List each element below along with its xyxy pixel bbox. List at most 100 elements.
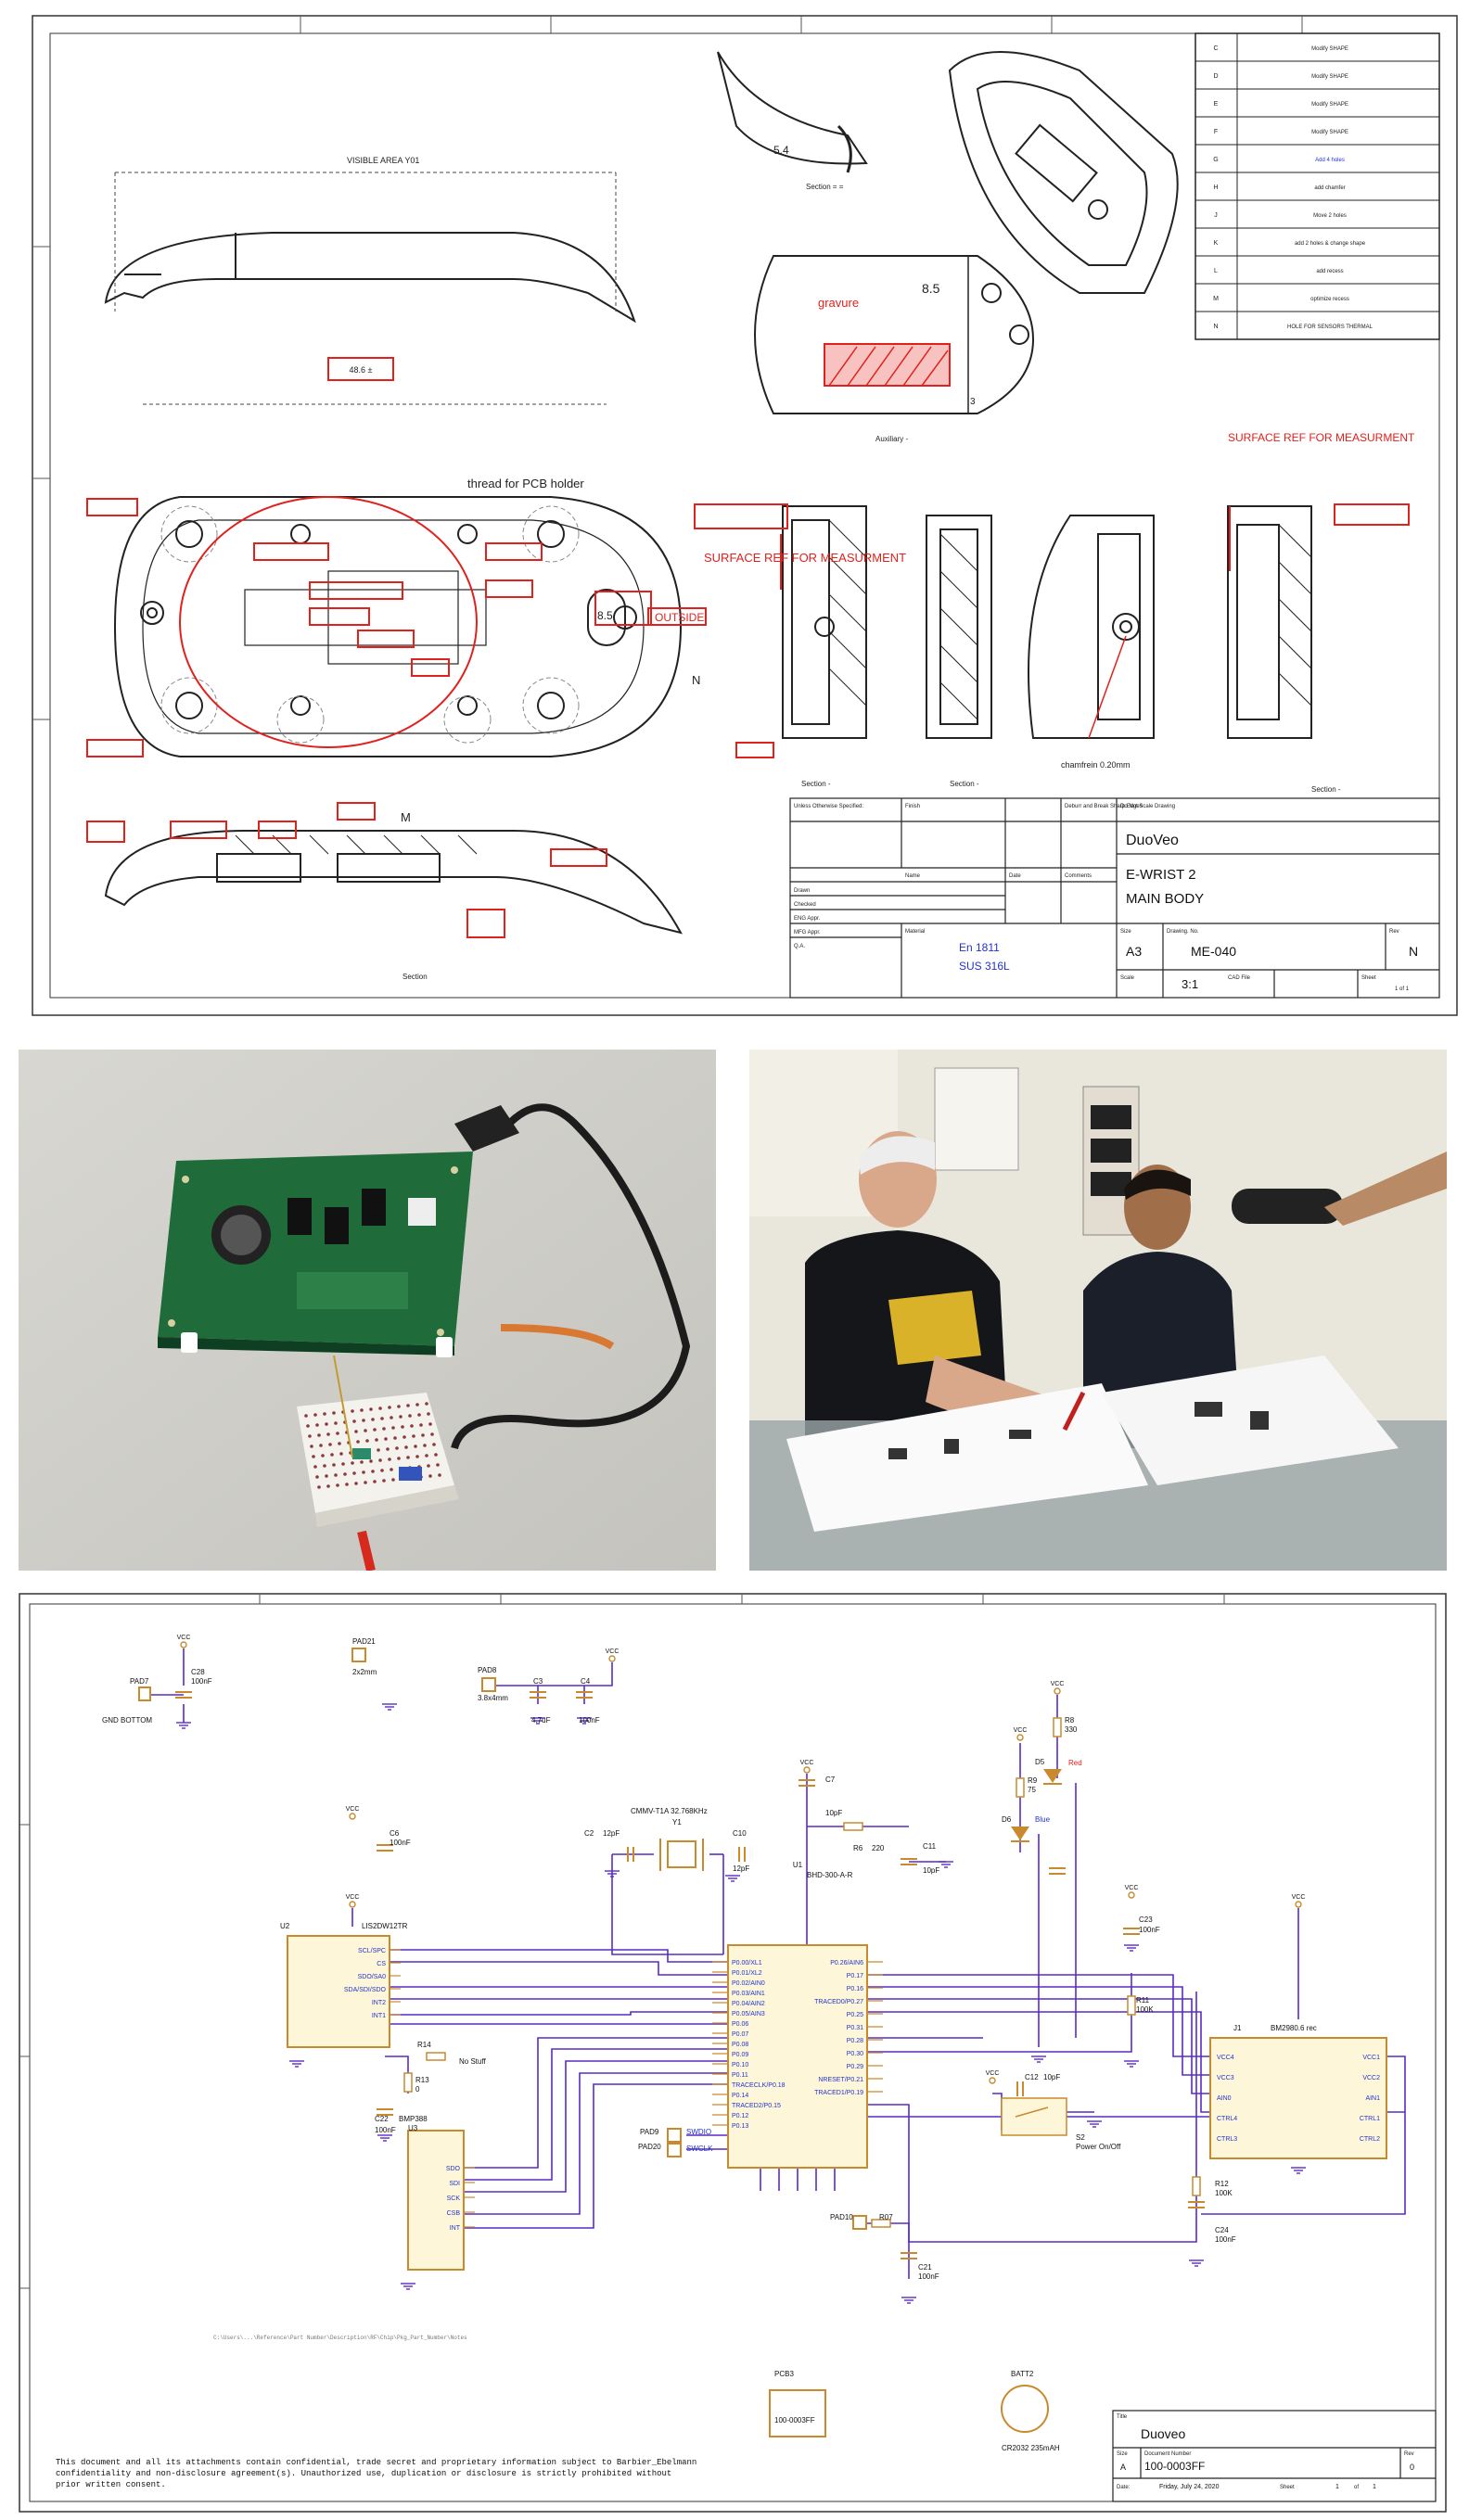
pads <box>138 1648 867 2230</box>
j1-part: BM2980.6 rec <box>1271 2024 1317 2032</box>
breadboard-hole <box>382 1427 386 1431</box>
breadboard-hole <box>328 1443 332 1446</box>
revision-desc: add 2 holes & change shape <box>1295 241 1366 247</box>
svg-text:C24: C24 <box>1215 2226 1229 2234</box>
breadboard-hole <box>323 1464 326 1468</box>
cad-title: E-WRIST 2 <box>1126 867 1196 883</box>
title-block <box>789 797 1440 999</box>
u2-pin-label: CS <box>377 1961 386 1967</box>
svg-text:Rev: Rev <box>1404 2451 1414 2457</box>
svg-text:Size: Size <box>1117 2451 1128 2457</box>
schematic-company: Duoveo <box>1141 2426 1185 2441</box>
u3-pin-label: SDI <box>449 2181 460 2187</box>
pcb3-symbol <box>769 2389 826 2437</box>
u1-pin-label: P0.00/XL1 <box>732 1960 762 1966</box>
breadboard-hole <box>384 1437 388 1441</box>
dim-box <box>327 357 394 381</box>
svg-text:48.6 ±: 48.6 ± <box>350 365 373 375</box>
svg-text:C23: C23 <box>1139 1915 1153 1924</box>
svg-text:2x2mm: 2x2mm <box>352 1668 377 1676</box>
svg-text:ENG Appr.: ENG Appr. <box>794 916 821 922</box>
breadboard-hole <box>390 1468 393 1471</box>
svg-text:CAD File: CAD File <box>1228 975 1251 981</box>
breadboard-hole <box>380 1417 384 1420</box>
svg-text:C7: C7 <box>825 1775 836 1784</box>
svg-text:J1: J1 <box>1233 2024 1242 2032</box>
breadboard-hole <box>436 1463 440 1467</box>
u1-pin-label: P0.07 <box>732 2031 748 2038</box>
ic-u3 <box>407 2130 465 2271</box>
revision-code: M <box>1213 296 1219 302</box>
u1-pin-label: P0.17 <box>847 1973 863 1979</box>
breadboard-hole <box>378 1406 382 1410</box>
breadboard-hole <box>402 1435 406 1439</box>
breadboard-hole <box>380 1469 384 1472</box>
revision-code: H <box>1213 185 1218 191</box>
breadboard-hole <box>434 1453 438 1457</box>
svg-text:Size: Size <box>1120 929 1131 935</box>
dim-8-5: 8.5 <box>922 281 940 296</box>
u1-right-pins: P0.26/AIN6P0.17P0.16TRACED0/P0.27P0.25P0… <box>814 1960 883 2096</box>
svg-text:A3: A3 <box>1126 944 1142 959</box>
breadboard-hole <box>388 1406 391 1409</box>
svg-text:100nF: 100nF <box>375 2126 396 2134</box>
svg-text:75: 75 <box>1028 1786 1036 1794</box>
svg-text:1: 1 <box>1373 2484 1376 2490</box>
breadboard-hole <box>401 1425 404 1429</box>
breadboard <box>297 1393 459 1527</box>
breadboard-hole <box>373 1480 377 1483</box>
side-view-top <box>104 232 636 324</box>
revision-desc: Modify SHAPE <box>1311 102 1348 108</box>
cad-subtitle: MAIN BODY <box>1126 891 1204 907</box>
u3-pin-label: INT <box>450 2225 461 2232</box>
u1-pin-label: P0.31 <box>847 2025 863 2031</box>
u1-pin-label: P0.13 <box>732 2123 748 2130</box>
outside-label: OUTSIDE <box>655 611 704 624</box>
j1-pin-label: VCC4 <box>1217 2055 1234 2061</box>
breadboard-hole <box>360 1408 364 1412</box>
svg-text:Material: Material <box>905 929 925 935</box>
drawing-number: ME-040 <box>1191 944 1236 959</box>
breadboard-hole <box>410 1424 414 1428</box>
svg-text:Drawn: Drawn <box>794 888 810 894</box>
svg-text:100nF: 100nF <box>1215 2235 1236 2244</box>
breadboard-hole <box>408 1414 412 1418</box>
breadboard-hole <box>334 1421 338 1425</box>
j1-pin-label: VCC1 <box>1362 2055 1380 2061</box>
breadboard-hole <box>406 1404 410 1407</box>
svg-text:C10: C10 <box>733 1829 747 1838</box>
u1-pin-label: P0.04/AIN2 <box>732 2001 765 2007</box>
breadboard-hole <box>427 1412 430 1416</box>
svg-text:of: of <box>1354 2485 1359 2490</box>
svg-text:N: N <box>692 673 700 687</box>
breadboard-hole <box>397 1405 401 1408</box>
vcc-symbol <box>1016 1734 1024 1741</box>
breadboard-hole <box>336 1483 339 1487</box>
svg-text:0: 0 <box>415 2085 420 2094</box>
breadboard-hole <box>373 1428 377 1432</box>
revision-code: G <box>1213 157 1218 163</box>
u3-pin-label: SCK <box>447 2195 461 2202</box>
breadboard-hole <box>317 1433 321 1437</box>
breadboard-hole <box>386 1447 390 1451</box>
svg-text:C22: C22 <box>375 2115 389 2123</box>
breadboard-hole <box>326 1432 330 1436</box>
breadboard-hole <box>415 1455 419 1458</box>
breadboard-hole <box>419 1423 423 1427</box>
svg-text:Q.A.: Q.A. <box>794 944 805 949</box>
revision-code: C <box>1213 45 1218 52</box>
vcc-symbol <box>989 2077 996 2084</box>
breadboard-hole <box>313 1465 317 1469</box>
svg-text:MFG Appr.: MFG Appr. <box>794 930 821 935</box>
svg-text:R07: R07 <box>879 2213 893 2221</box>
breadboard-hole <box>432 1443 436 1446</box>
paper-sheet <box>786 1383 1148 1532</box>
svg-text:SWDIO: SWDIO <box>686 2128 711 2136</box>
j1-pin-label: CTRL4 <box>1217 2116 1237 2122</box>
breadboard-hole <box>391 1426 395 1430</box>
breadboard-hole <box>352 1471 356 1475</box>
breadboard-hole <box>364 1429 367 1432</box>
confidential-line-2: confidentiality and non-disclosure agree… <box>56 2469 671 2478</box>
breadboard-hole <box>399 1415 402 1419</box>
u1-pin-label: P0.14 <box>732 2093 748 2099</box>
